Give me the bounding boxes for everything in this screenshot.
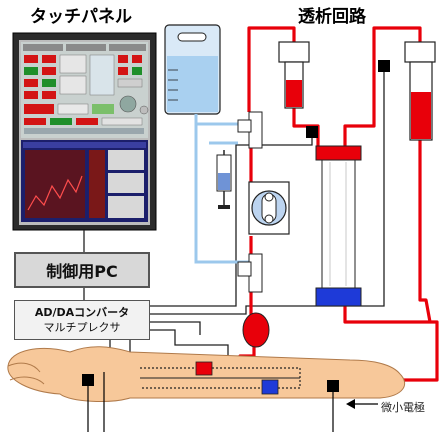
tube-top-left bbox=[247, 26, 296, 112]
wire-adda-pressure-1 bbox=[150, 132, 313, 307]
blood-vessel-markers bbox=[195, 361, 279, 395]
wire-adda-arm-2 bbox=[150, 329, 229, 360]
t-connector-lower bbox=[237, 253, 263, 293]
electrode-markers bbox=[82, 60, 390, 432]
syringe-pump bbox=[209, 141, 238, 209]
wire-adda-arm-1 bbox=[150, 321, 201, 335]
wire-adda-pressure-2 bbox=[150, 66, 385, 315]
balloon-chamber bbox=[242, 312, 270, 348]
microelectrode-arrow bbox=[346, 399, 378, 409]
dialyzer bbox=[315, 145, 362, 307]
roller-pump bbox=[248, 181, 290, 235]
adda-converter-box: AD/DAコンバータ マルチプレクサ bbox=[14, 300, 150, 340]
touch-panel-monitor bbox=[12, 32, 157, 231]
adda-converter-label: AD/DAコンバータ bbox=[34, 306, 130, 319]
reservoir-left bbox=[278, 41, 310, 109]
blue-hose bbox=[194, 114, 250, 264]
tube-right-column bbox=[418, 140, 432, 323]
tube-dialyzer-top bbox=[343, 26, 422, 146]
control-pc-label: 制御用PC bbox=[46, 262, 118, 281]
control-pc-box: 制御用PC bbox=[14, 252, 150, 288]
touch-panel-title: タッチパネル bbox=[30, 7, 132, 27]
multiplexer-label: マルチプレクサ bbox=[43, 321, 121, 334]
reservoir-right bbox=[404, 41, 436, 141]
microelectrode-label: 微小電極 bbox=[381, 401, 425, 414]
t-connector-upper bbox=[237, 111, 263, 149]
dialysate-bag bbox=[164, 24, 221, 115]
dialysis-circuit-title: 透析回路 bbox=[298, 7, 366, 27]
